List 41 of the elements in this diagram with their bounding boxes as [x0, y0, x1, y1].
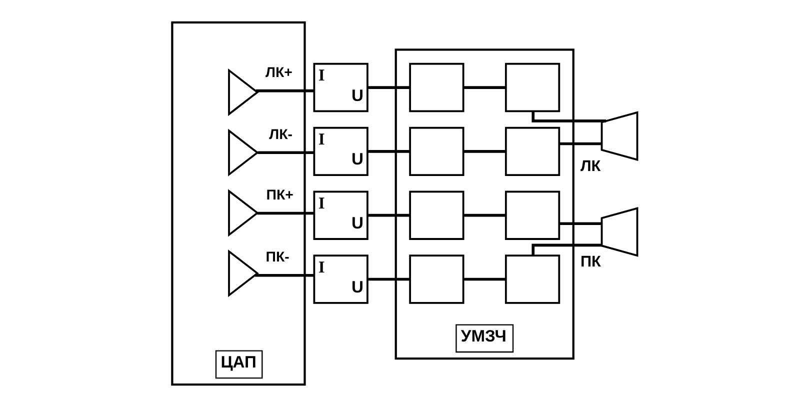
node-label: ПК- — [266, 250, 290, 266]
node-triangle — [228, 128, 259, 176]
node-box — [409, 254, 464, 304]
node-triangle — [228, 189, 259, 237]
connector — [368, 278, 410, 281]
node-speaker — [600, 111, 638, 161]
connector — [256, 89, 314, 92]
connector — [463, 150, 506, 153]
node-box — [504, 62, 560, 112]
connector — [463, 86, 506, 89]
node-box — [504, 126, 560, 176]
cluster: УМЗЧ — [394, 48, 574, 360]
connector — [368, 150, 410, 153]
connector — [560, 142, 602, 146]
connector — [532, 111, 606, 122]
connector — [560, 222, 602, 226]
connector — [254, 274, 314, 277]
node-label: ПК — [580, 254, 601, 271]
connector — [257, 212, 314, 215]
node-label: ПК+ — [266, 187, 294, 204]
node-label: ЛК- — [269, 126, 292, 143]
connector — [368, 214, 410, 217]
node-speaker — [600, 206, 638, 257]
node-box: I U — [313, 62, 368, 112]
node-box: I U — [313, 126, 368, 176]
node-box — [409, 126, 464, 176]
connector — [463, 214, 506, 217]
node-label: ЛК+ — [265, 64, 292, 81]
connector — [368, 86, 410, 89]
node-box: I U — [313, 254, 368, 304]
connector — [532, 244, 602, 256]
connector — [463, 278, 506, 281]
node-box — [504, 190, 560, 240]
node-box — [504, 254, 560, 304]
connector — [258, 151, 314, 154]
node-box — [409, 62, 464, 112]
node-label: ЛК — [580, 158, 601, 175]
node-triangle — [228, 68, 259, 116]
node-box — [409, 190, 464, 240]
node-triangle — [228, 250, 259, 298]
node-box: I U — [313, 190, 368, 240]
